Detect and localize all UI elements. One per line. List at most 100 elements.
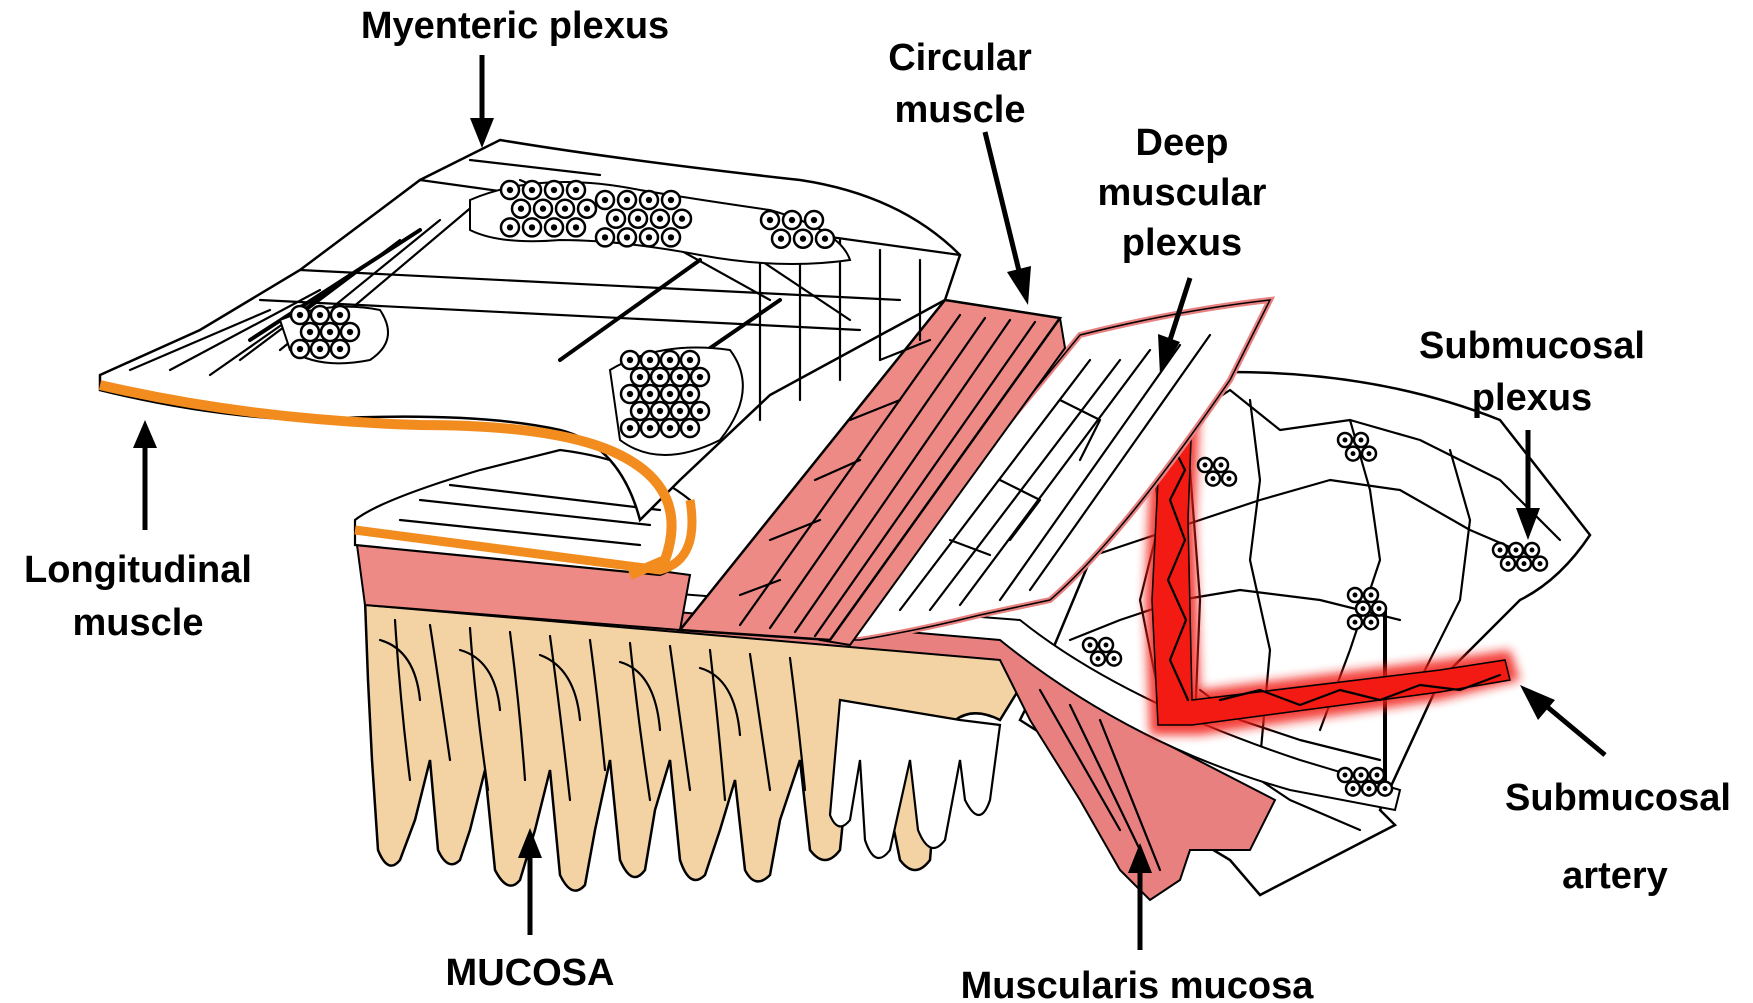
- myenteric-neuron-nucleus: [697, 408, 703, 414]
- myenteric-neuron-nucleus: [822, 236, 828, 242]
- submucosal-neuron-nucleus: [1359, 438, 1364, 443]
- submucosal-neuron-nucleus: [1203, 463, 1208, 468]
- svg-text:Longitudinal: Longitudinal: [24, 549, 252, 591]
- submucosal-neuron-nucleus: [1353, 593, 1358, 598]
- myenteric-neuron-nucleus: [297, 346, 303, 352]
- submucosal-neuron-nucleus: [1351, 786, 1356, 791]
- label-longitudinal-muscle: Longitudinal muscle: [24, 420, 252, 644]
- myenteric-neuron-nucleus: [687, 425, 693, 431]
- svg-text:Submucosal: Submucosal: [1505, 777, 1731, 819]
- myenteric-neuron-nucleus: [687, 357, 693, 363]
- myenteric-neuron-nucleus: [602, 197, 608, 203]
- myenteric-neuron-nucleus: [637, 408, 643, 414]
- submucosal-neuron-nucleus: [1219, 463, 1224, 468]
- svg-text:plexus: plexus: [1122, 222, 1242, 264]
- svg-text:Myenteric plexus: Myenteric plexus: [361, 5, 669, 47]
- myenteric-neuron-nucleus: [811, 217, 817, 223]
- myenteric-neuron-nucleus: [627, 357, 633, 363]
- myenteric-neuron-nucleus: [327, 329, 333, 335]
- submucosal-neuron-nucleus: [1498, 548, 1503, 553]
- submucosal-neuron-nucleus: [1104, 643, 1109, 648]
- myenteric-neuron-nucleus: [697, 374, 703, 380]
- submucosal-neuron-nucleus: [1343, 438, 1348, 443]
- myenteric-neuron-nucleus: [529, 187, 535, 193]
- myenteric-neuron-nucleus: [507, 187, 513, 193]
- submucosal-neuron-nucleus: [1522, 561, 1527, 566]
- svg-text:MUCOSA: MUCOSA: [446, 952, 615, 994]
- myenteric-neuron-nucleus: [337, 312, 343, 318]
- myenteric-neuron-nucleus: [677, 408, 683, 414]
- myenteric-neuron-nucleus: [667, 357, 673, 363]
- submucosal-neuron-nucleus: [1538, 561, 1543, 566]
- myenteric-neuron-nucleus: [800, 236, 806, 242]
- myenteric-neuron-nucleus: [337, 346, 343, 352]
- myenteric-neuron-nucleus: [635, 216, 641, 222]
- myenteric-neuron-nucleus: [646, 197, 652, 203]
- submucosal-neuron-nucleus: [1353, 620, 1358, 625]
- myenteric-neuron-nucleus: [507, 224, 513, 230]
- myenteric-neuron-nucleus: [657, 374, 663, 380]
- myenteric-neuron-nucleus: [657, 216, 663, 222]
- myenteric-neuron-nucleus: [602, 234, 608, 240]
- myenteric-neuron-nucleus: [529, 224, 535, 230]
- myenteric-neuron-nucleus: [551, 187, 557, 193]
- svg-text:Circular: Circular: [888, 37, 1032, 79]
- svg-text:muscle: muscle: [73, 602, 204, 644]
- myenteric-neuron-nucleus: [667, 425, 673, 431]
- myenteric-neuron-nucleus: [789, 217, 795, 223]
- myenteric-neuron-nucleus: [551, 224, 557, 230]
- submucosal-neuron-nucleus: [1514, 548, 1519, 553]
- submucosal-neuron-nucleus: [1088, 643, 1093, 648]
- myenteric-neuron-nucleus: [307, 329, 313, 335]
- myenteric-neuron-nucleus: [518, 206, 524, 212]
- submucosal-neuron-nucleus: [1377, 606, 1382, 611]
- submucosal-neuron-nucleus: [1343, 773, 1348, 778]
- myenteric-neuron-nucleus: [647, 425, 653, 431]
- submucosal-neuron-nucleus: [1361, 606, 1366, 611]
- myenteric-neuron-nucleus: [624, 234, 630, 240]
- myenteric-neuron-nucleus: [677, 374, 683, 380]
- myenteric-neuron-nucleus: [687, 391, 693, 397]
- submucosal-neuron-nucleus: [1506, 561, 1511, 566]
- svg-text:Deep: Deep: [1136, 122, 1229, 164]
- svg-text:Submucosal: Submucosal: [1419, 325, 1645, 367]
- myenteric-neuron-nucleus: [317, 346, 323, 352]
- submucosal-neuron-nucleus: [1359, 773, 1364, 778]
- myenteric-neuron-nucleus: [646, 234, 652, 240]
- submucosal-neuron-nucleus: [1369, 593, 1374, 598]
- myenteric-neuron-nucleus: [627, 391, 633, 397]
- myenteric-neuron-nucleus: [647, 357, 653, 363]
- myenteric-neuron-nucleus: [627, 425, 633, 431]
- submucosal-neuron-nucleus: [1369, 620, 1374, 625]
- submucosal-neuron-nucleus: [1096, 656, 1101, 661]
- myenteric-neuron-nucleus: [540, 206, 546, 212]
- myenteric-neuron-nucleus: [613, 216, 619, 222]
- submucosal-neuron-nucleus: [1211, 476, 1216, 481]
- myenteric-neuron-nucleus: [297, 312, 303, 318]
- submucosal-neuron-nucleus: [1351, 451, 1356, 456]
- myenteric-neuron-nucleus: [668, 197, 674, 203]
- myenteric-neuron-nucleus: [317, 312, 323, 318]
- svg-text:muscle: muscle: [895, 89, 1026, 131]
- myenteric-neuron-nucleus: [573, 187, 579, 193]
- myenteric-neuron-nucleus: [778, 236, 784, 242]
- svg-text:Muscularis mucosa: Muscularis mucosa: [961, 965, 1315, 1003]
- label-myenteric-plexus: Myenteric plexus: [361, 5, 669, 148]
- myenteric-neuron-nucleus: [679, 216, 685, 222]
- submucosal-neuron-nucleus: [1367, 786, 1372, 791]
- submucosal-neuron-nucleus: [1375, 773, 1380, 778]
- submucosal-neuron-nucleus: [1367, 451, 1372, 456]
- submucosal-neuron-nucleus: [1112, 656, 1117, 661]
- myenteric-neuron-nucleus: [667, 391, 673, 397]
- myenteric-neuron-nucleus: [573, 224, 579, 230]
- label-submucosal-artery: Submucosal artery: [1505, 685, 1731, 897]
- submucosal-neuron-nucleus: [1227, 476, 1232, 481]
- svg-text:plexus: plexus: [1472, 377, 1592, 419]
- svg-text:muscular: muscular: [1098, 172, 1267, 214]
- myenteric-neuron-nucleus: [647, 391, 653, 397]
- svg-text:artery: artery: [1562, 855, 1668, 897]
- submucosal-neuron-nucleus: [1383, 786, 1388, 791]
- myenteric-neuron-nucleus: [624, 197, 630, 203]
